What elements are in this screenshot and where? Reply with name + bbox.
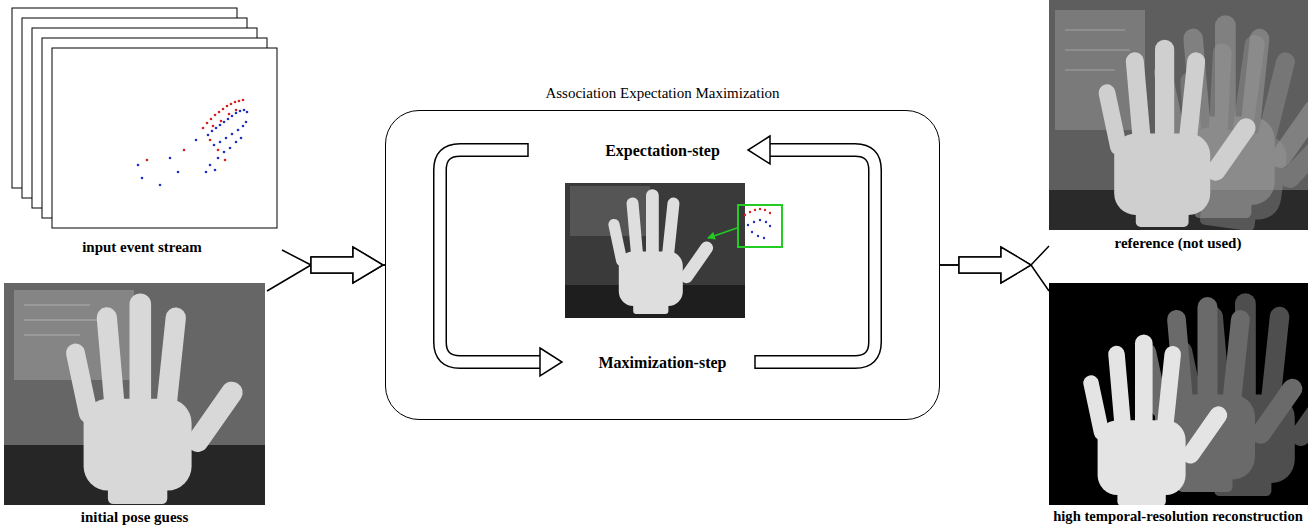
panel-caption: high temporal-resolution reconstruction <box>1053 508 1303 526</box>
m-to-e-arrow <box>748 136 875 369</box>
event-window-box <box>738 205 782 247</box>
pose-guess-photo <box>4 283 265 505</box>
association-arrow <box>708 228 737 238</box>
window-dots-red <box>744 208 771 216</box>
step-label: Maximization-step <box>599 353 727 372</box>
e-to-m-arrow <box>440 143 562 376</box>
step-label: Expectation-step <box>605 141 720 160</box>
event-dots-blue <box>137 109 249 187</box>
block-arrow <box>940 247 1049 291</box>
event-dots-red <box>146 99 245 162</box>
panel-caption: input event stream <box>82 238 202 256</box>
reconstruction-render <box>1049 283 1308 505</box>
aem-loop-box: Association Expectation MaximizationExpe… <box>385 110 940 420</box>
reconstruction-panel: high temporal-resolution reconstruction <box>1049 283 1307 528</box>
event-frames <box>12 8 277 228</box>
event-stream-panel: input event stream <box>2 0 282 258</box>
pose-guess-panel: initial pose guess <box>2 283 267 528</box>
reference-panel: reference (not used) <box>1049 0 1307 254</box>
reference-photo <box>1049 0 1308 230</box>
panel-caption: reference (not used) <box>1115 234 1242 252</box>
loop-title: Association Expectation Maximization <box>545 84 779 102</box>
block-arrow <box>267 247 385 291</box>
panel-caption: initial pose guess <box>81 508 189 526</box>
window-dots-blue <box>747 219 771 239</box>
aem-frame-photo <box>565 183 745 318</box>
